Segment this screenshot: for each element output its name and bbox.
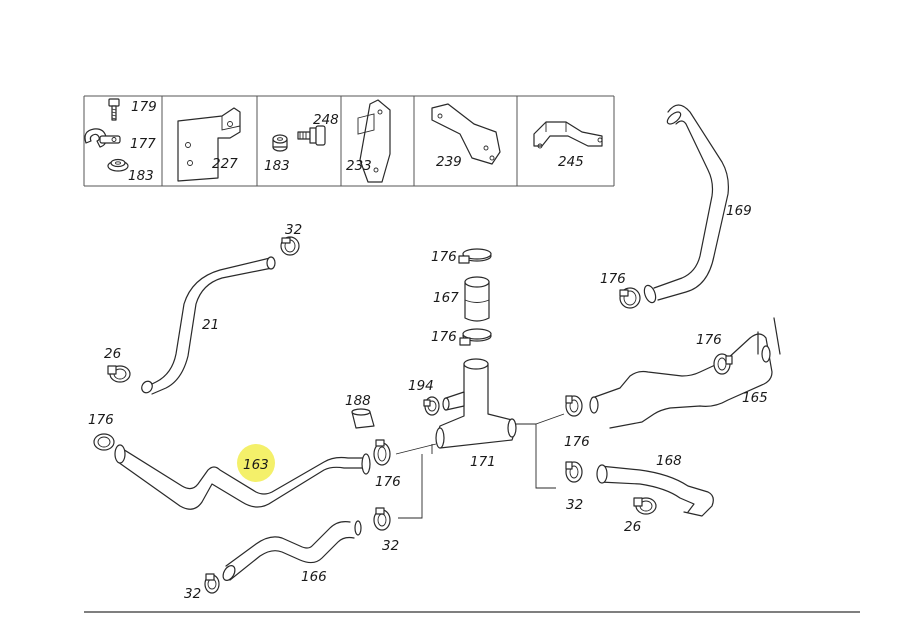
callout-171: 171: [470, 454, 496, 470]
clamp-176-right-upper: [713, 353, 733, 375]
clamp-194: [423, 396, 440, 416]
callout-176-mid: 176: [375, 474, 401, 490]
bracket-233-icon: [357, 99, 391, 183]
callout-26-left: 26: [104, 346, 121, 362]
callout-165: 165: [742, 390, 768, 406]
small-parts-legend: 179 177 183 227: [83, 95, 615, 187]
clamp-32-bottom: [204, 573, 220, 594]
clamp-176-mid: [373, 439, 391, 466]
callout-167: 167: [433, 290, 459, 306]
callout-32-right: 32: [566, 497, 583, 513]
clamp-26-left: [107, 365, 131, 383]
clamp-176-left: [93, 433, 115, 451]
clip-177-icon: [84, 128, 121, 148]
callout-26-right: 26: [624, 519, 641, 535]
sleeve-188: [351, 408, 375, 429]
callout-176-tee-right: 176: [564, 434, 590, 450]
hose-21: [141, 256, 276, 395]
label-248: 248: [313, 112, 339, 128]
callout-176-clamp-bottom: 176: [431, 329, 457, 345]
clamp-26-right: [633, 497, 657, 515]
label-179: 179: [131, 99, 157, 115]
clamp-176-tee-right: [565, 395, 583, 417]
bracket-239-icon: [431, 103, 501, 165]
callout-176-top-right: 176: [600, 271, 626, 287]
bracket-227-icon: [177, 107, 241, 182]
callout-176-clamp-top: 176: [431, 249, 457, 265]
tee-171: [435, 358, 517, 449]
clamp-176-top-right: [619, 287, 641, 309]
callout-168: 168: [656, 453, 682, 469]
callout-166: 166: [301, 569, 327, 585]
callout-188: 188: [345, 393, 371, 409]
clamp-176-upper: [458, 248, 492, 264]
nut-183b-icon: [272, 134, 288, 152]
label-177: 177: [130, 136, 156, 152]
clamp-32-right: [565, 461, 583, 483]
clamp-32-top: [280, 236, 300, 256]
label-233: 233: [346, 158, 372, 174]
callout-32-top: 32: [285, 222, 302, 238]
label-183b: 183: [264, 158, 290, 174]
callout-163: 163: [243, 457, 269, 473]
label-227: 227: [212, 156, 238, 172]
hose-166: [222, 520, 362, 581]
callout-32-bottom: 32: [184, 586, 201, 602]
hose-169: [643, 104, 729, 304]
hose-165: [589, 317, 781, 429]
label-183a: 183: [128, 168, 154, 184]
hose-168: [596, 464, 714, 517]
callout-21: 21: [202, 317, 219, 333]
bracket-245-icon: [533, 121, 603, 149]
clamp-32-mid: [373, 507, 391, 531]
nut-183-icon: [107, 158, 129, 172]
leader-lines: [395, 413, 565, 519]
highlight-marker: [237, 444, 275, 482]
callout-32-mid: 32: [382, 538, 399, 554]
label-245: 245: [558, 154, 584, 170]
callout-176-right: 176: [696, 332, 722, 348]
callout-176-left: 176: [88, 412, 114, 428]
clamp-176-lower: [459, 328, 492, 346]
callout-169: 169: [726, 203, 752, 219]
bolt-248-icon: [297, 125, 326, 146]
label-239: 239: [436, 154, 462, 170]
hose-163: [114, 444, 371, 510]
sleeve-167: [464, 276, 490, 322]
bolt-179-icon: [108, 98, 120, 121]
callout-194: 194: [408, 378, 434, 394]
